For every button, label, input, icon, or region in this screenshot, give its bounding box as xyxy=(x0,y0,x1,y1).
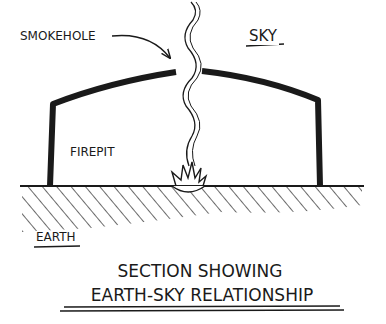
earth-label: EARTH xyxy=(34,231,78,244)
caption-underline xyxy=(60,310,344,311)
earth-underline xyxy=(34,246,80,247)
smoke-line xyxy=(188,2,201,166)
caption-line: EARTH-SKY RELATIONSHIP xyxy=(89,286,315,305)
firepit-hollow xyxy=(172,186,205,192)
right-wall-roof xyxy=(202,71,320,186)
caption-line: SECTION SHOWING xyxy=(116,262,285,281)
part-label: FIREPIT xyxy=(68,146,116,159)
part-label: SMOKEHOLE xyxy=(18,30,98,43)
left-wall-roof xyxy=(50,72,176,186)
leader-arrow xyxy=(112,35,170,58)
sky-label: SKY xyxy=(247,28,279,45)
caption-underline xyxy=(64,306,340,307)
earth-hatching xyxy=(22,187,362,232)
